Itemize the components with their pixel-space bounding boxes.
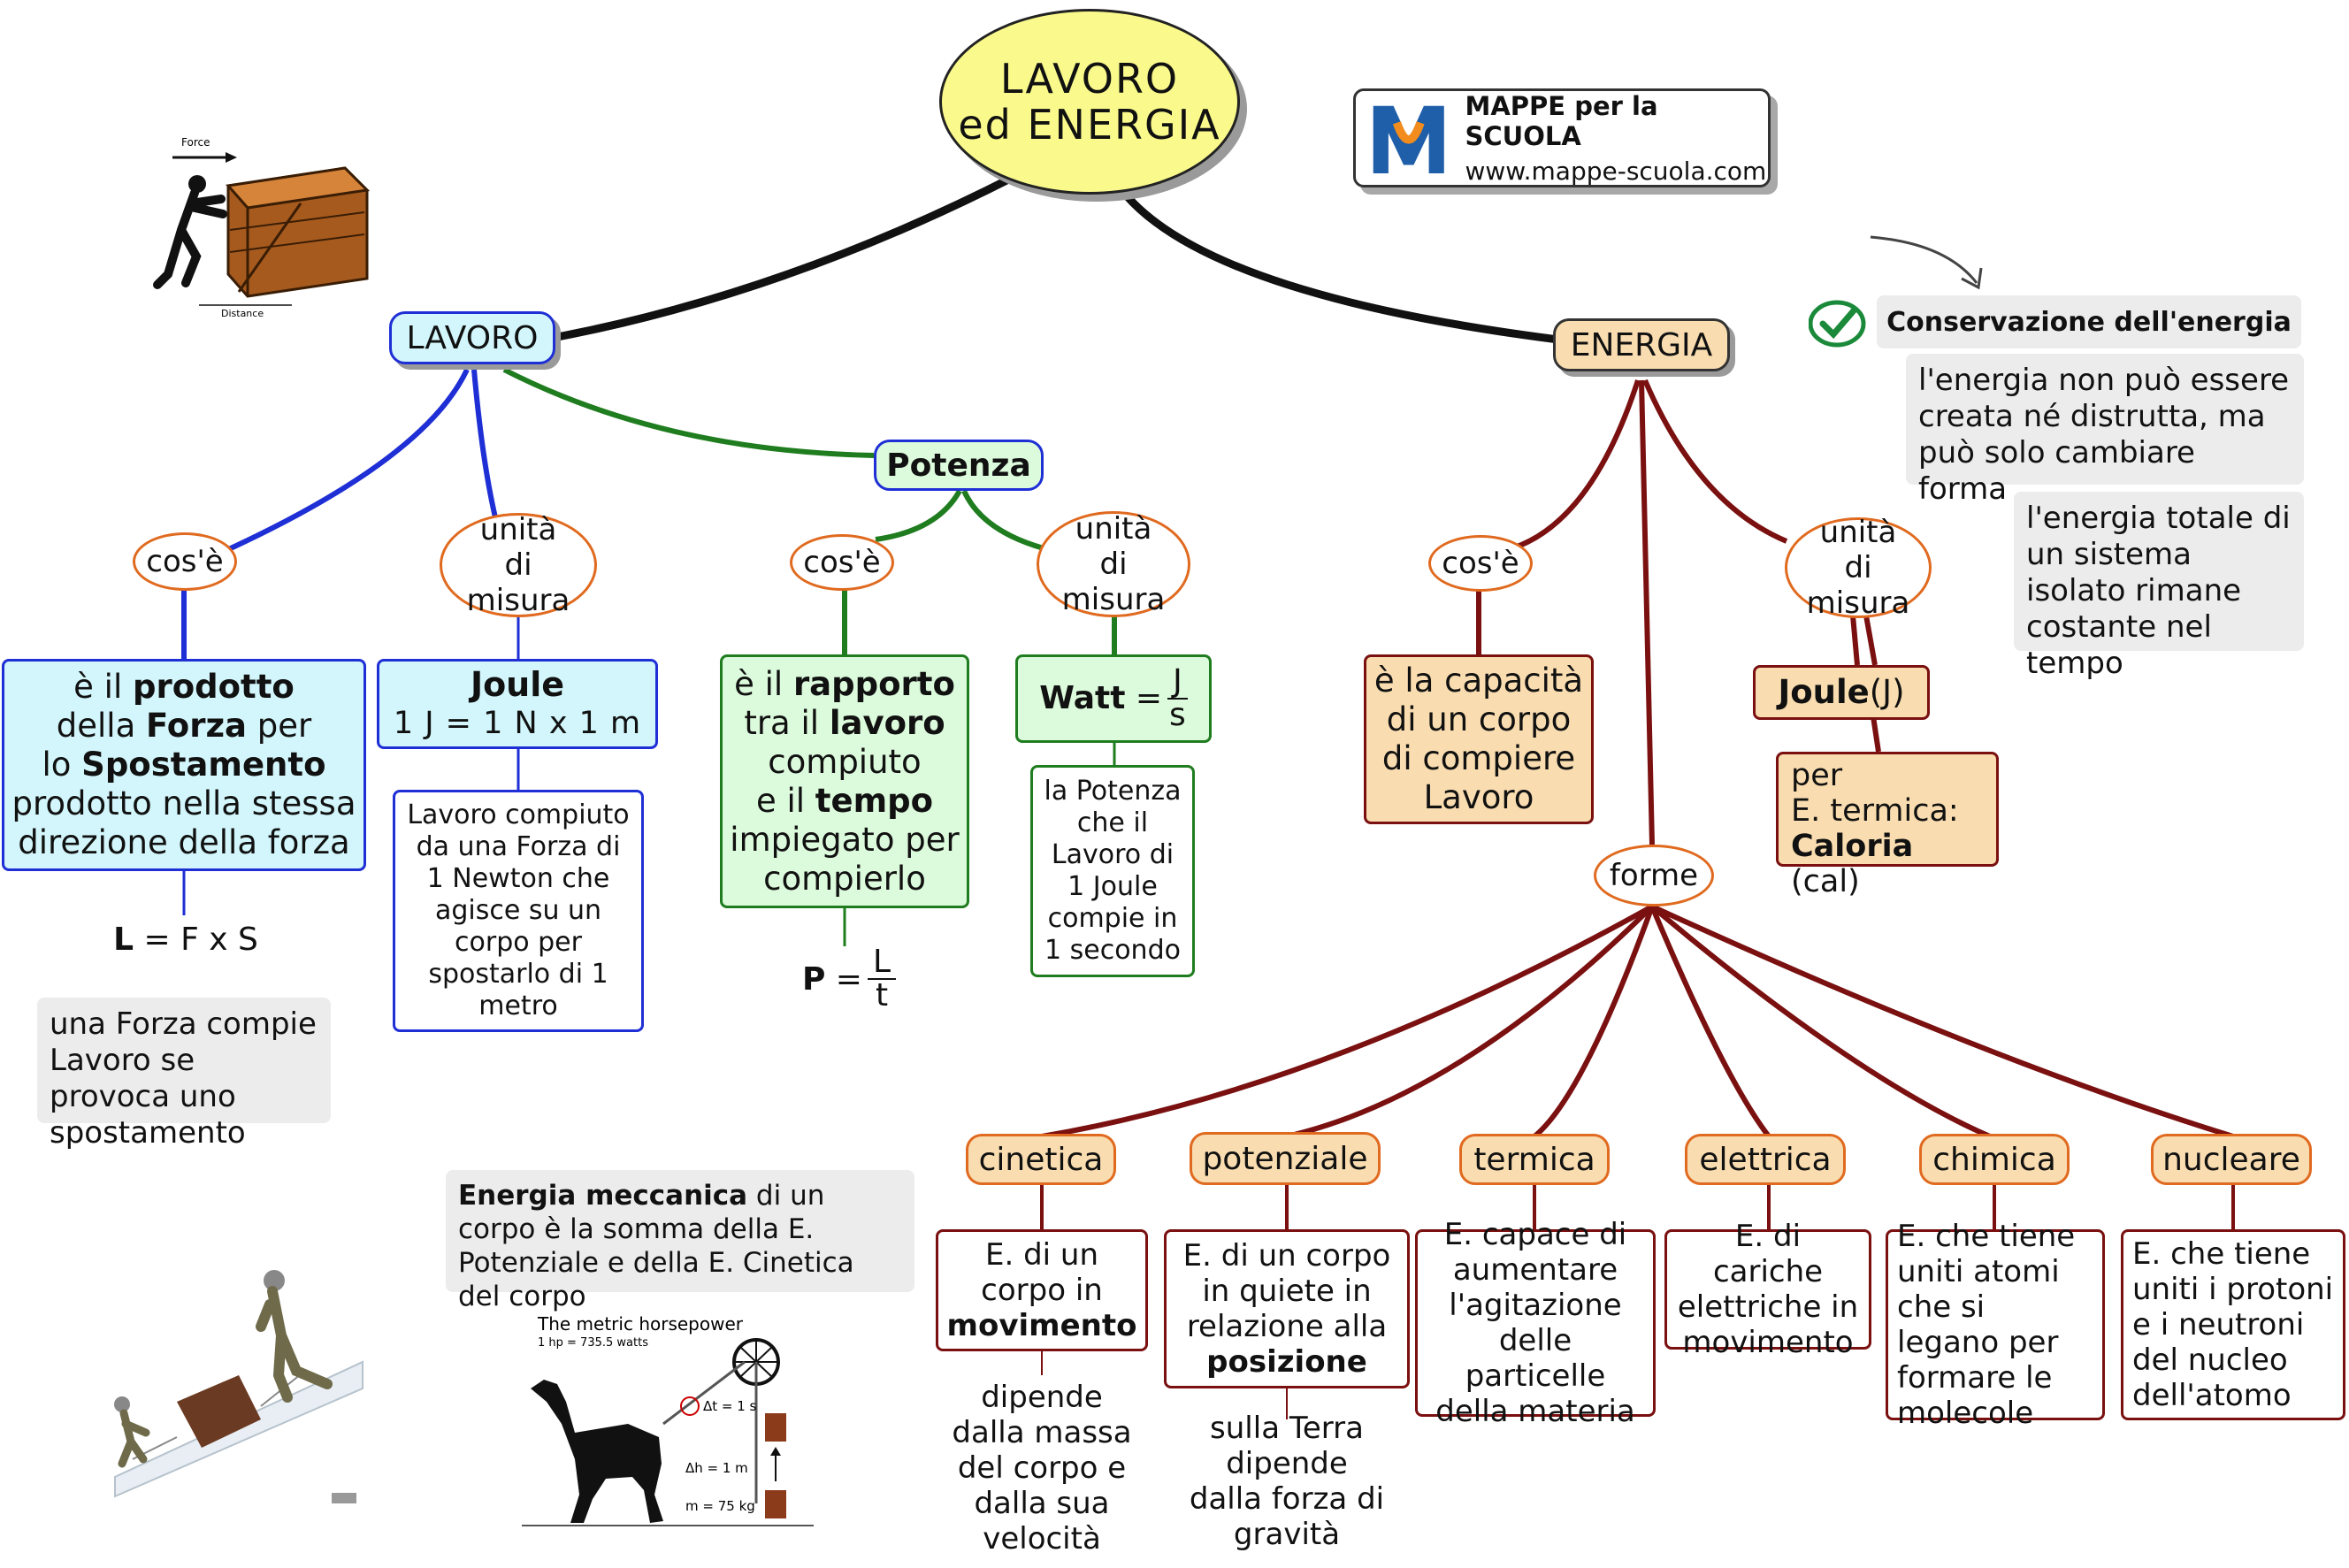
potenza-node[interactable]: Potenza — [874, 440, 1044, 491]
main-title-line2: ed ENERGIA — [958, 101, 1221, 149]
energia-label: ENERGIA — [1570, 326, 1713, 363]
brand-box[interactable]: MAPPE per la SCUOLA www.mappe-scuola.com — [1353, 88, 1771, 187]
energia-joule-box: Joule (J) — [1753, 665, 1930, 720]
hp-m: m = 75 kg — [685, 1498, 755, 1514]
conservazione-note-2: l'energia totale di un sistema isolato r… — [2014, 492, 2304, 681]
pushing-crate-illustration: Force Distance — [153, 136, 371, 318]
hp-title: The metric horsepower — [537, 1313, 744, 1335]
forma-elettrica[interactable]: elettrica — [1685, 1134, 1846, 1185]
chimica-desc-box: E. che tiene uniti atomi che si legano p… — [1886, 1219, 2105, 1431]
hp-dh: Δh = 1 m — [685, 1460, 748, 1476]
watt-description-box: la Potenza che il Lavoro di 1 Joule comp… — [1030, 765, 1195, 977]
brand-url[interactable]: www.mappe-scuola.com — [1465, 156, 1767, 186]
main-title-line1: LAVORO — [999, 55, 1180, 103]
forma-cinetica[interactable]: cinetica — [966, 1134, 1116, 1185]
lavoro-note: una Forza compie Lavoro se provoca uno s… — [37, 998, 331, 1151]
forma-chimica[interactable]: chimica — [1919, 1134, 2070, 1185]
energia-unita-oval[interactable]: unità di misura — [1785, 515, 1932, 621]
termica-desc-box: E. capace di aumentare l'agitazione dell… — [1415, 1217, 1656, 1429]
lavoro-unita-oval[interactable]: unità di misura — [440, 512, 597, 618]
hp-dt: Δt = 1 s — [703, 1398, 757, 1414]
brand-logo-icon — [1368, 97, 1450, 179]
checkmark-icon — [1809, 300, 1866, 348]
energia-cose-oval[interactable]: cos'è — [1428, 535, 1533, 592]
lavoro-node[interactable]: LAVORO — [389, 311, 555, 364]
potenziale-extra: sulla Terra dipende dalla forza di gravi… — [1189, 1411, 1385, 1552]
lavoro-unita-label: unità di misura — [466, 512, 570, 618]
forma-nucleare[interactable]: nucleare — [2151, 1134, 2312, 1185]
forme-oval[interactable]: forme — [1594, 845, 1714, 906]
potenza-definition-box: è il rapporto tra il lavoro compiuto e i… — [720, 654, 969, 908]
cinetica-extra: dipende dalla massa del corpo e dalla su… — [952, 1380, 1132, 1557]
joule-formula: 1 J = 1 N x 1 m — [393, 706, 642, 741]
forme-label: forme — [1609, 858, 1699, 893]
force-label: Force — [181, 136, 210, 149]
energia-unita-label: unità di misura — [1806, 515, 1910, 621]
lavoro-formula: L = F x S — [113, 922, 258, 958]
potenza-unita-oval[interactable]: unità di misura — [1037, 511, 1190, 617]
lavoro-label: LAVORO — [406, 319, 539, 356]
caloria-box: per E. termica: Caloria (cal) — [1776, 752, 1999, 899]
nucleare-desc-box: E. che tiene uniti i protoni e i neutron… — [2121, 1229, 2345, 1420]
joule-description-box: Lavoro compiuto da una Forza di 1 Newton… — [393, 790, 644, 1032]
potenza-label: Potenza — [886, 447, 1031, 484]
potenziale-desc-box: E. di un corpo in quiete in relazione al… — [1164, 1229, 1410, 1388]
energia-definition-box: è la capacità di un corpo di compiere La… — [1364, 654, 1594, 824]
forma-potenziale[interactable]: potenziale — [1190, 1132, 1381, 1185]
energia-meccanica-note: Energia meccanica di un corpo è la somma… — [446, 1170, 914, 1312]
energia-cose-label: cos'è — [1442, 546, 1519, 581]
lavoro-cose-oval[interactable]: cos'è — [133, 532, 237, 591]
lavoro-definition-box: è il prodotto della Forza per lo Spostam… — [2, 659, 366, 871]
inclined-plane-illustration — [114, 1270, 363, 1503]
elettrica-desc-box: E. di cariche elettriche in movimento — [1664, 1219, 1871, 1360]
brand-name: MAPPE per la SCUOLA — [1465, 90, 1658, 151]
joule-box: Joule 1 J = 1 N x 1 m — [377, 659, 658, 749]
joule-title: Joule — [470, 665, 565, 704]
potenza-cose-label: cos'è — [803, 545, 881, 580]
horsepower-illustration: The metric horsepower 1 hp = 735.5 watts… — [522, 1313, 814, 1526]
potenza-cose-oval[interactable]: cos'è — [790, 534, 894, 591]
conservazione-note-1: l'energia non può essere creata né distr… — [1906, 354, 2304, 507]
forma-termica[interactable]: termica — [1459, 1134, 1610, 1185]
conservazione-title: Conservazione dell'energia — [1877, 295, 2301, 348]
hp-sub: 1 hp = 735.5 watts — [538, 1336, 648, 1350]
distance-label: Distance — [221, 308, 264, 318]
energia-node[interactable]: ENERGIA — [1553, 318, 1730, 371]
potenza-unita-label: unità di misura — [1061, 511, 1166, 617]
main-title: LAVORO ed ENERGIA — [939, 9, 1240, 195]
lavoro-cose-label: cos'è — [146, 544, 224, 579]
